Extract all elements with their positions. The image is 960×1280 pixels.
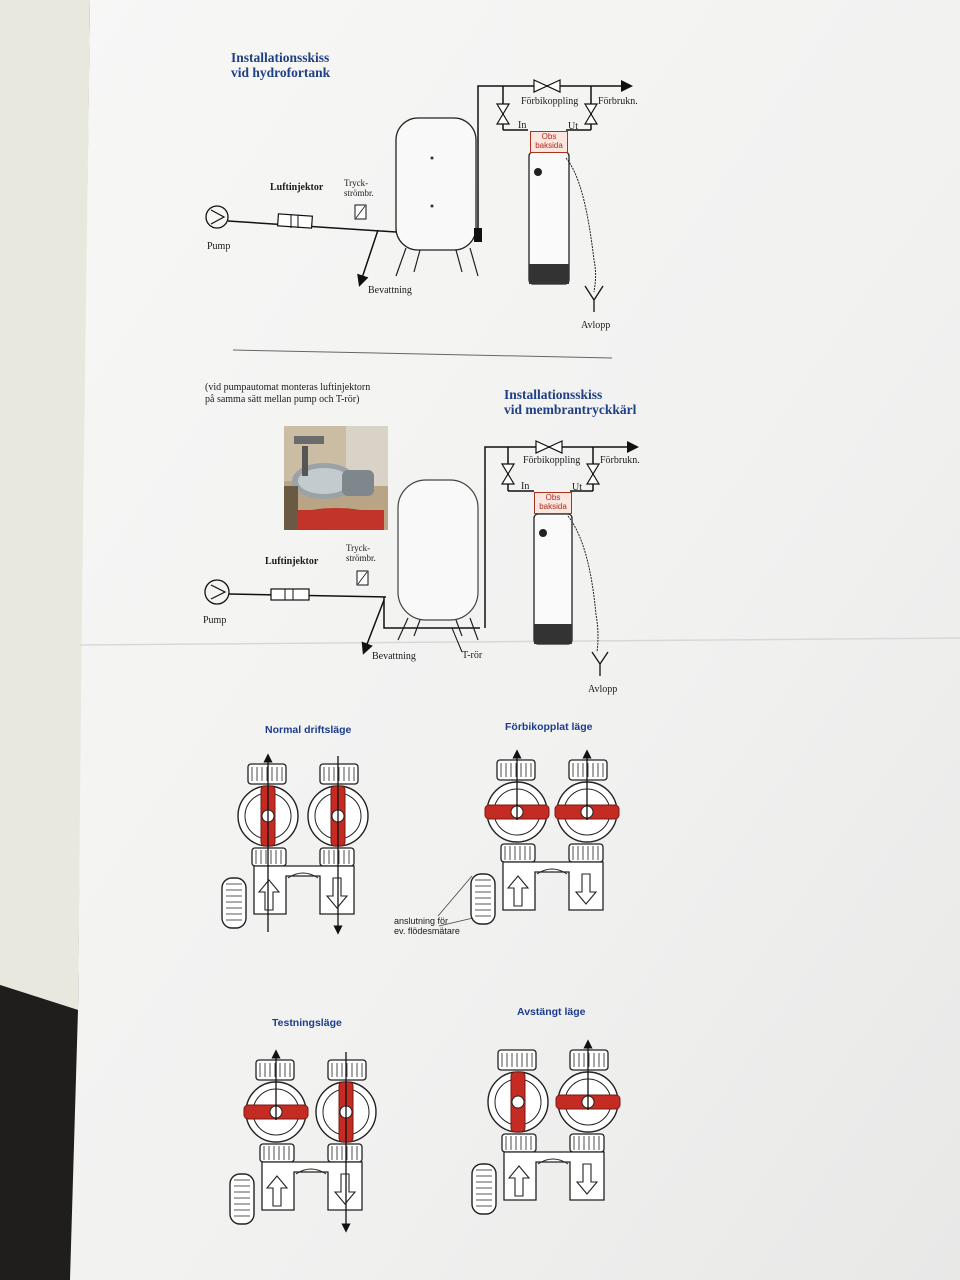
diagram1-in-label: In bbox=[518, 120, 527, 131]
drain-hose bbox=[565, 157, 597, 293]
diagram2-pressure-switch-label: Tryck- strömbr. bbox=[346, 543, 376, 563]
diagram2-irrigation-label: Bevattning bbox=[372, 651, 416, 662]
diagram1-irrigation-label: Bevattning bbox=[368, 285, 412, 296]
diagram2-air-injector-label: Luftinjektor bbox=[265, 556, 319, 567]
bypass-valve-icon bbox=[533, 79, 561, 93]
diagram1-obs-line1: Obs bbox=[541, 132, 557, 141]
valve-bypass bbox=[438, 749, 620, 927]
diagram1-title-line1: Installationsskiss bbox=[231, 50, 330, 65]
diagram2-in-label: In bbox=[521, 481, 530, 492]
diagram2-title-line1: Installationsskiss bbox=[504, 387, 603, 402]
diagram1-pressure-switch-label: Tryck- strömbr. bbox=[344, 178, 374, 198]
diagram2-obs-line1: Obs bbox=[545, 493, 561, 502]
membrane-vessel bbox=[397, 479, 479, 621]
diagram1-bypass-label: Förbikoppling bbox=[521, 96, 579, 107]
diagram2-pump-label: Pump bbox=[203, 615, 227, 626]
irrigation-arrow bbox=[357, 229, 379, 287]
diagram2-note: (vid pumpautomat monteras luftinjektorn … bbox=[205, 382, 370, 406]
outlet-valve-icon bbox=[583, 103, 599, 125]
irrigation2-arrow bbox=[361, 599, 385, 655]
mode-title-bypass: Förbikopplat läge bbox=[505, 721, 593, 733]
pump2-icon bbox=[204, 579, 230, 605]
outlet-valve2-icon bbox=[585, 463, 601, 485]
diagram2-bypass-label: Förbikoppling bbox=[523, 455, 581, 466]
mode-title-normal: Normal driftsläge bbox=[265, 724, 352, 736]
diagram2-t-pipe-label: T-rör bbox=[462, 650, 483, 661]
bypass-valve2-icon bbox=[535, 440, 563, 454]
pump-photo-image bbox=[284, 426, 388, 530]
diagram2-obs-line2: baksida bbox=[539, 502, 567, 511]
drain2-icon bbox=[591, 651, 609, 676]
diagram2-consumption-label: Förbrukn. bbox=[600, 455, 640, 466]
mode-title-closed: Avstängt läge bbox=[517, 1006, 586, 1018]
diagram2-obs-badge: Obs baksida bbox=[534, 492, 572, 514]
outlet-pipe-2 bbox=[484, 441, 639, 628]
diagram1-drain-label: Avlopp bbox=[581, 320, 611, 331]
diagram2-note-line2: på samma sätt mellan pump och T-rör) bbox=[205, 394, 360, 405]
diagram1-title-line2: vid hydrofortank bbox=[231, 65, 331, 80]
diagram1-out-label: Ut bbox=[568, 121, 578, 132]
drain-icon bbox=[584, 285, 604, 312]
diagram2-note-line1: (vid pumpautomat monteras luftinjektorn bbox=[205, 382, 371, 393]
flowmeter-note: anslutning för ev. flödesmätare bbox=[394, 916, 460, 936]
paper-fold bbox=[79, 637, 960, 646]
diagram2-pressure-switch-line2: strömbr. bbox=[346, 553, 376, 563]
flowmeter-note-line1: anslutning för bbox=[394, 916, 449, 926]
diagram1-air-injector-label: Luftinjektor bbox=[270, 182, 324, 193]
outlet-pipe bbox=[477, 80, 633, 228]
diagram1-obs-line2: baksida bbox=[535, 141, 563, 150]
diagram2-title-line2: vid membrantryckkärl bbox=[504, 402, 637, 417]
inlet-valve-icon bbox=[495, 103, 511, 125]
valve-test bbox=[229, 1049, 377, 1233]
valve-closed bbox=[471, 1039, 621, 1215]
mode-title-test: Testningsläge bbox=[272, 1017, 342, 1029]
air-injector2-icon bbox=[270, 588, 310, 601]
air-injector-icon bbox=[276, 213, 314, 229]
valve-normal bbox=[221, 753, 369, 935]
diagram1-consumption-label: Förbrukn. bbox=[598, 96, 638, 107]
diagram1-pump-label: Pump bbox=[207, 241, 231, 252]
hydrophore-tank bbox=[395, 117, 477, 251]
flowmeter-note-line2: ev. flödesmätare bbox=[394, 926, 460, 936]
diagram1-pressure-switch-line2: strömbr. bbox=[344, 188, 374, 198]
pump-photo bbox=[284, 426, 388, 530]
diagram1-pressure-switch-line1: Tryck- bbox=[344, 178, 369, 188]
t-pipe-pointer bbox=[451, 627, 463, 653]
flowmeter-pointer bbox=[437, 875, 473, 917]
inlet-valve2-icon bbox=[500, 463, 516, 485]
diagram2-out-label: Ut bbox=[572, 482, 582, 493]
diagram1-obs-badge: Obs baksida bbox=[530, 131, 568, 153]
drain-hose-2 bbox=[567, 515, 599, 653]
section-divider bbox=[232, 349, 613, 359]
pump-icon bbox=[205, 205, 229, 229]
diagram2-drain-label: Avlopp bbox=[588, 684, 618, 695]
diagram2-pressure-switch-line1: Tryck- bbox=[346, 543, 371, 553]
